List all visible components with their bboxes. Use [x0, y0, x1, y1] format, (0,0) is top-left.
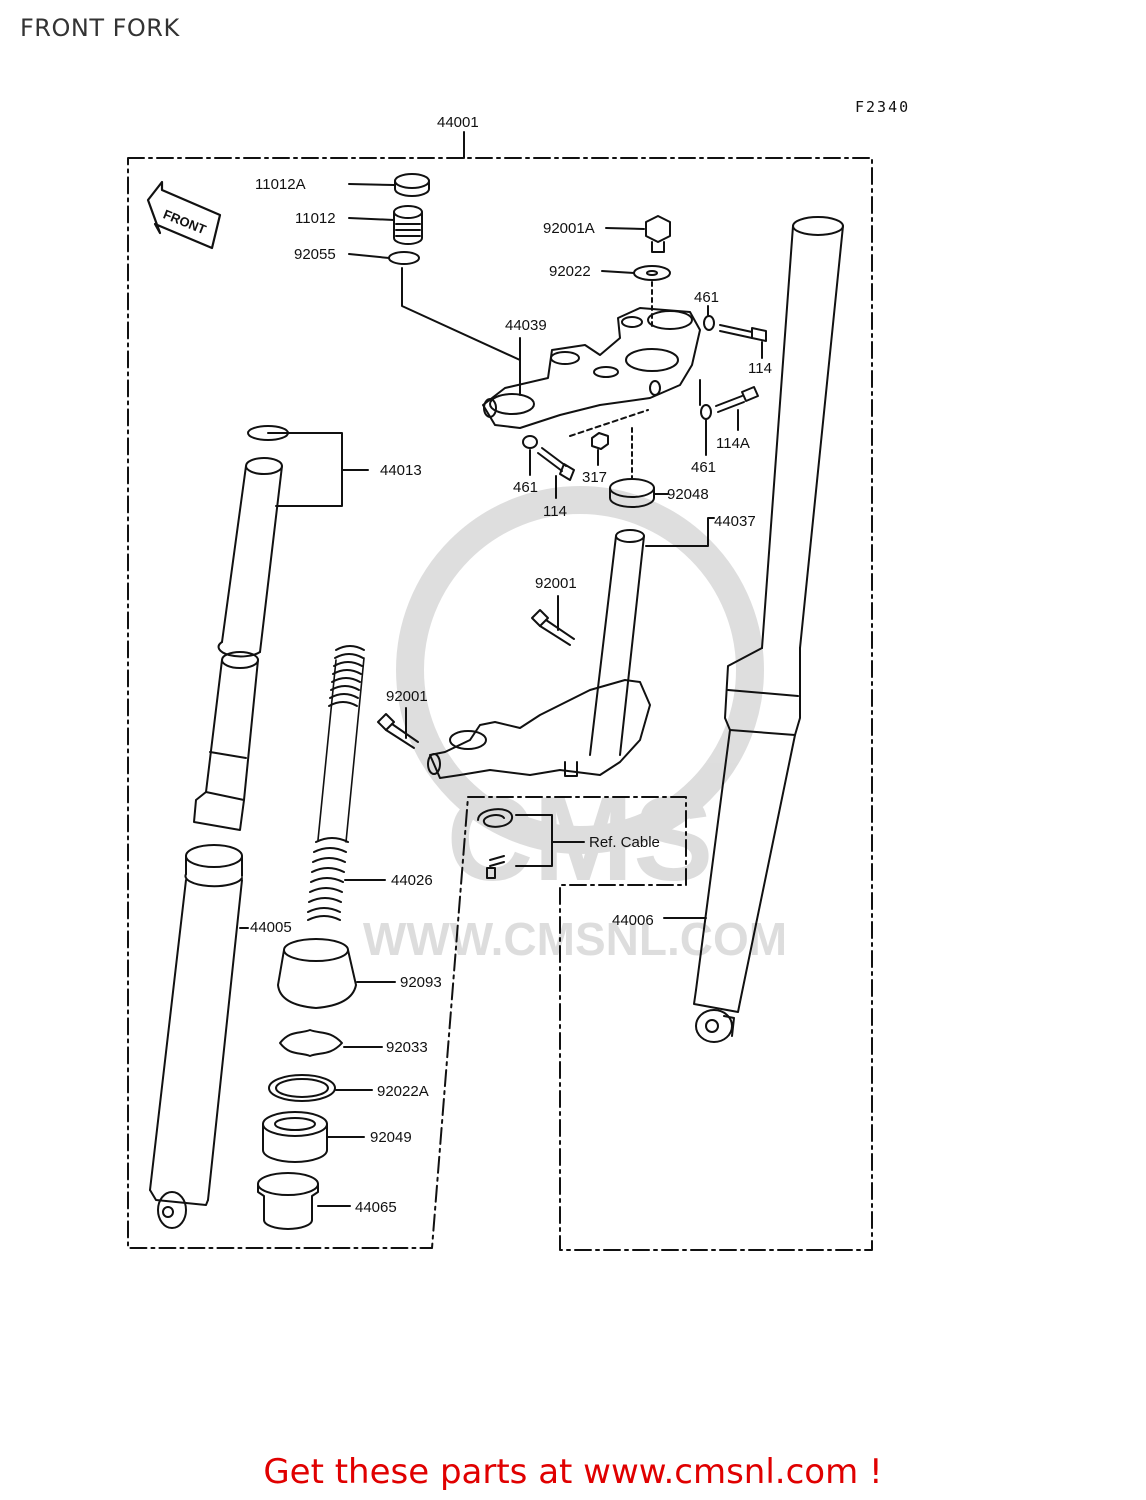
part-92001-bolt-upper: [531, 609, 575, 646]
part-11012A-cap: [394, 173, 430, 197]
watermark-url: WWW.CMSNL.COM: [363, 913, 787, 965]
label-92033: 92033: [386, 1039, 428, 1056]
part-114A-bolt: [715, 386, 759, 413]
part-92022A-washer: [268, 1074, 336, 1102]
part-461-washer-lower: [700, 404, 712, 420]
label-92055: 92055: [294, 246, 336, 263]
label-11012A: 11012A: [255, 176, 306, 193]
axis-44039-a: [569, 409, 649, 437]
label-92001-lower: 92001: [386, 688, 428, 705]
watermark: CMS WWW.CMSNL.COM: [363, 486, 787, 965]
part-44013-inner-tube: [217, 457, 283, 658]
label-44039: 44039: [505, 317, 547, 334]
part-114-bolt-upper: [719, 324, 767, 342]
label-92001-upper: 92001: [535, 575, 577, 592]
label-44005: 44005: [250, 919, 292, 936]
part-44026-spring: [307, 645, 365, 921]
footer-cta-link[interactable]: Get these parts at www.cmsnl.com !: [263, 1452, 883, 1492]
part-461-washer-upper: [703, 315, 715, 331]
leader-44013: [267, 432, 369, 507]
label-461-upper: 461: [694, 289, 719, 306]
label-461-left: 461: [513, 479, 538, 496]
part-92093-dust-seal: [277, 938, 357, 1009]
part-92049-oil-seal: [262, 1111, 328, 1163]
watermark-brand: CMS: [447, 772, 714, 906]
watermark-helmet-logo: [396, 486, 764, 854]
exploded-parts-diagram: CMS WWW.CMSNL.COM: [127, 114, 873, 1251]
part-44006-right-fork: [693, 216, 844, 1043]
label-11012: 11012: [295, 210, 336, 227]
part-114-bolt-lower: [537, 447, 575, 481]
leader-ref-cable: [515, 814, 585, 867]
label-114-upper: 114: [748, 360, 772, 377]
cable-clip: [477, 808, 513, 828]
part-92001A-bolt: [645, 215, 671, 253]
label-114A: 114A: [716, 435, 750, 452]
label-92093: 92093: [400, 974, 442, 991]
label-44026: 44026: [391, 872, 433, 889]
figure-code: F2340: [855, 98, 911, 116]
part-92033-clip: [279, 1029, 343, 1057]
label-ref-cable: Ref. Cable: [589, 834, 660, 851]
label-92022A: 92022A: [377, 1083, 429, 1100]
leader-92055-to-clamp: [401, 267, 521, 361]
leader-11012: [348, 217, 395, 221]
label-44065: 44065: [355, 1199, 397, 1216]
part-44005-outer-tube: [149, 844, 243, 1229]
part-317-nut: [591, 432, 609, 450]
part-44037-steering-stem: [427, 529, 651, 779]
label-44006: 44006: [612, 912, 654, 929]
part-461-washer-left: [522, 435, 538, 449]
page-title: FRONT FORK: [20, 14, 180, 42]
part-92055-oring: [388, 251, 420, 265]
leader-11012A: [348, 183, 395, 186]
cable-screw: [486, 855, 505, 879]
front-badge-label: FRONT: [161, 206, 208, 237]
part-damper-cylinder: [193, 651, 259, 831]
part-44039-upper-bracket: [482, 307, 701, 429]
part-92022-washer: [633, 265, 671, 281]
label-92001A: 92001A: [543, 220, 595, 237]
label-317: 317: [582, 469, 607, 486]
label-44001: 44001: [437, 114, 479, 131]
leader-92055: [348, 253, 390, 259]
label-92022: 92022: [549, 263, 591, 280]
label-44037: 44037: [714, 513, 756, 530]
footer-cta[interactable]: Get these parts at www.cmsnl.com !: [0, 1452, 1146, 1492]
front-direction-arrow: [146, 180, 222, 250]
leader-44037: [645, 517, 715, 547]
label-114-lower: 114: [543, 503, 567, 520]
assembly-outline: [127, 157, 873, 1251]
label-92049: 92049: [370, 1129, 412, 1146]
label-92048: 92048: [667, 486, 709, 503]
part-11012-plug: [393, 205, 423, 245]
label-461-lower: 461: [691, 459, 716, 476]
label-44013: 44013: [380, 462, 422, 479]
leader-92022: [601, 270, 635, 274]
part-44065-bushing: [257, 1172, 319, 1230]
leader-92001A: [605, 227, 645, 230]
